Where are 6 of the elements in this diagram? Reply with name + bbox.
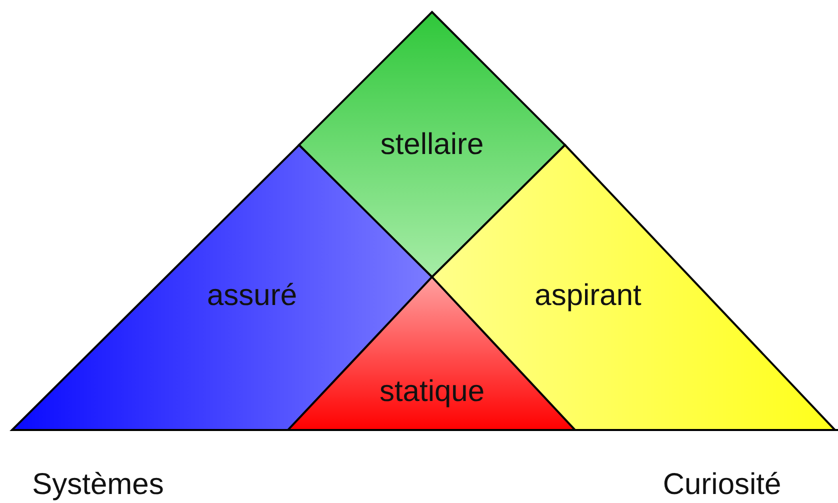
region-label: assuré [206, 279, 298, 313]
region-label: statique [379, 375, 485, 409]
axis-label: Curiosité [662, 468, 782, 502]
region-label: aspirant [534, 279, 642, 313]
region-label: stellaire [380, 128, 484, 162]
axis-label: Systèmes [32, 468, 164, 502]
